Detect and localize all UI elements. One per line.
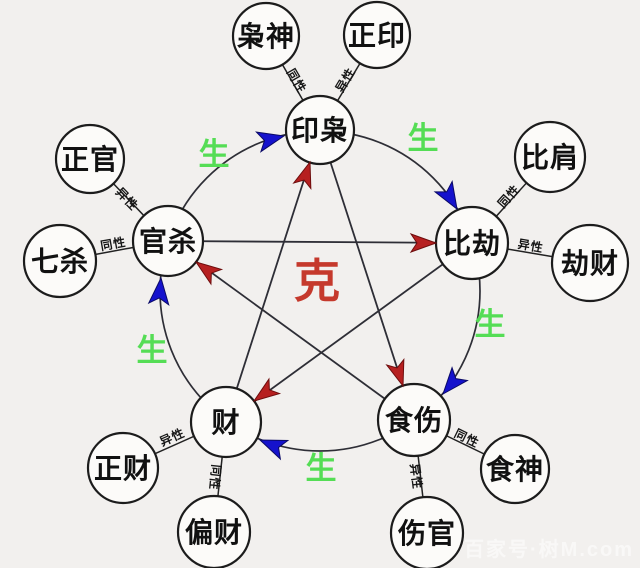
relation-label-shishen: 同性: [452, 426, 482, 451]
node-jiecai-circle: [550, 223, 630, 303]
node-zhengcai: 正财: [86, 431, 160, 505]
relation-label-zhengyin: 异性: [332, 65, 358, 95]
node-zhengyin-label: 正印: [348, 20, 406, 51]
node-shangguan: 伤官: [389, 495, 465, 568]
node-yinxiao: 印枭: [284, 94, 356, 166]
node-shishen-circle: [479, 433, 551, 505]
node-bijian: 比肩: [513, 120, 587, 194]
relation-label-qisha: 同性: [99, 234, 127, 253]
sheng-arrow-into-yinxiao: [255, 131, 286, 153]
node-shishang-circle: [376, 382, 452, 458]
node-qisha-label: 七杀: [31, 245, 89, 277]
node-bijie-label: 比劫: [443, 228, 501, 259]
sheng-arrows: [147, 131, 469, 461]
node-xiaoshen: 枭神: [231, 1, 301, 71]
node-yinxiao-circle: [284, 94, 356, 166]
relation-label-bijian: 同性: [494, 181, 523, 210]
sheng-arrow-into-bijie: [433, 180, 458, 211]
ke-center-label: 克: [294, 255, 340, 307]
node-zhengguan-circle: [54, 123, 126, 195]
relation-label-shangguan: 异性: [407, 463, 425, 491]
ke-arrow-into-bijie: [409, 233, 438, 253]
node-xiaoshen-circle: [231, 1, 301, 71]
node-zhengguan-label: 正官: [61, 143, 119, 175]
outer-nodes: 枭神 正印 比肩 劫财 食神 伤官: [22, 0, 630, 568]
node-shishen: 食神: [479, 433, 551, 505]
node-guansha: 官杀: [131, 204, 205, 278]
sheng-arrow-into-guansha: [147, 276, 170, 307]
node-zhengguan: 正官: [54, 123, 126, 195]
node-shishen-label: 食神: [486, 453, 544, 485]
sheng-label-top-right: 生: [408, 121, 439, 156]
node-shangguan-circle: [389, 495, 465, 568]
sheng-label-top-left: 生: [199, 137, 230, 172]
node-cai-circle: [189, 385, 263, 459]
relation-label-jiecai: 异性: [517, 236, 545, 255]
node-jiecai-label: 劫财: [561, 248, 619, 279]
ke-arrow-into-cai: [252, 377, 282, 402]
sheng-arrow-into-shishang: [442, 366, 469, 396]
node-cai: 财: [189, 385, 263, 459]
node-piancai-circle: [176, 494, 252, 568]
sheng-arrow-into-cai: [258, 439, 290, 461]
node-cai-label: 财: [211, 407, 240, 438]
node-qisha: 七杀: [22, 223, 98, 299]
node-bijie: 比劫: [434, 205, 510, 281]
node-zhengyin-circle: [342, 0, 412, 70]
node-shangguan-label: 伤官: [397, 517, 456, 549]
relation-label-xiaoshen: 同性: [284, 66, 310, 96]
node-zhengyin: 正印: [342, 0, 412, 70]
node-bijian-circle: [513, 120, 587, 194]
node-shishang-label: 食伤: [385, 404, 443, 436]
relation-label-piancai: 同性: [207, 464, 225, 491]
node-zhengcai-label: 正财: [94, 453, 152, 484]
node-piancai-label: 偏财: [185, 517, 243, 548]
node-guansha-label: 官杀: [139, 225, 197, 257]
sheng-label-bottom: 生: [306, 451, 337, 486]
ke-arrow-into-guansha: [194, 261, 224, 286]
sheng-label-right: 生: [475, 307, 506, 342]
ke-arrow-into-shishang: [385, 357, 405, 388]
node-shishang: 食伤: [376, 382, 452, 458]
node-bijian-label: 比肩: [521, 141, 579, 173]
inner-nodes: 印枭 比劫 食伤 财 官杀: [131, 94, 510, 459]
node-zhengcai-circle: [86, 431, 160, 505]
watermark: 百家号·树M.com: [464, 537, 634, 561]
node-jiecai: 劫财: [550, 223, 630, 303]
node-piancai: 偏财: [176, 494, 252, 568]
node-yinxiao-label: 印枭: [291, 114, 349, 146]
sheng-label-left: 生: [137, 333, 168, 368]
ke-arrows: [194, 160, 438, 402]
ke-arrow-into-yinxiao: [292, 160, 312, 191]
node-xiaoshen-label: 枭神: [237, 20, 295, 52]
node-guansha-circle: [131, 204, 205, 278]
sheng-labels: 生 生 生 生 生: [137, 121, 506, 486]
node-qisha-circle: [22, 223, 98, 299]
